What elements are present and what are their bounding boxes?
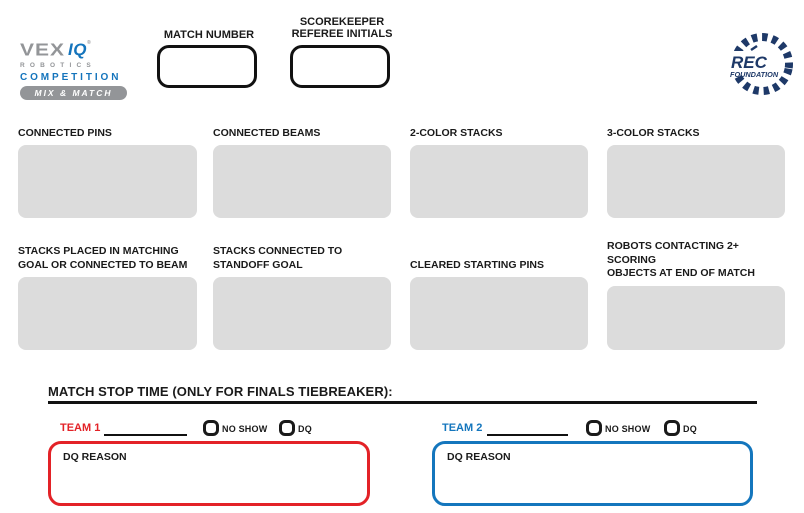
vex-iq-competition-logo: VEX IQ® ROBOTICS COMPETITION MIX & MATCH bbox=[20, 38, 130, 100]
rec-foundation-logo: REC FOUNDATION bbox=[722, 26, 794, 104]
2-color-stacks-score-box[interactable] bbox=[410, 145, 588, 218]
match-number-label: MATCH NUMBER bbox=[163, 29, 255, 41]
stacks-matching-goal-score-box[interactable] bbox=[18, 277, 197, 350]
team1-dq-checkbox[interactable] bbox=[279, 420, 295, 436]
stacks-standoff-goal-score-box[interactable] bbox=[213, 277, 391, 350]
season-badge-label: MIX & MATCH bbox=[34, 88, 113, 98]
team2-no-show-label: NO SHOW bbox=[605, 424, 651, 434]
3-color-stacks-score-box[interactable] bbox=[607, 145, 785, 218]
match-stop-time-line[interactable] bbox=[48, 401, 757, 404]
field-label: 2-COLOR STACKS bbox=[410, 126, 503, 139]
connected-beams-score-box[interactable] bbox=[213, 145, 391, 218]
team1-no-show-label: NO SHOW bbox=[222, 424, 268, 434]
scorekeeper-initials-label: SCOREKEEPER REFEREE INITIALS bbox=[291, 16, 393, 40]
team2-label: TEAM 2 bbox=[442, 422, 483, 434]
team2-name-line[interactable] bbox=[487, 434, 568, 436]
match-stop-time-label: MATCH STOP TIME (ONLY FOR FINALS TIEBREA… bbox=[48, 384, 393, 399]
robots-contacting-objects-score-box[interactable] bbox=[607, 285, 785, 350]
field-robots-contacting-objects: ROBOTS CONTACTING 2+ SCORING OBJECTS AT … bbox=[607, 240, 785, 350]
team2-no-show-checkbox[interactable] bbox=[586, 420, 602, 436]
field-label: 3-COLOR STACKS bbox=[607, 126, 700, 139]
field-cleared-starting-pins: CLEARED STARTING PINS bbox=[410, 240, 588, 350]
season-badge: MIX & MATCH bbox=[20, 86, 127, 100]
field-connected-beams: CONNECTED BEAMS bbox=[213, 108, 391, 218]
field-connected-pins: CONNECTED PINS bbox=[18, 108, 197, 218]
team2-dq-checkbox[interactable] bbox=[664, 420, 680, 436]
competition-text: COMPETITION bbox=[20, 72, 122, 83]
rec-text: REC bbox=[731, 53, 768, 72]
team1-name-line[interactable] bbox=[104, 434, 187, 436]
field-label: ROBOTS CONTACTING 2+ SCORING OBJECTS AT … bbox=[607, 240, 755, 279]
field-2-color-stacks: 2-COLOR STACKS bbox=[410, 108, 588, 218]
scorekeeper-initials-input[interactable] bbox=[290, 45, 390, 88]
vex-text: VEX bbox=[20, 40, 66, 60]
field-label: CLEARED STARTING PINS bbox=[410, 258, 544, 271]
rec-gear-icon: REC FOUNDATION bbox=[722, 33, 793, 95]
field-label: CONNECTED PINS bbox=[18, 126, 112, 139]
iq-text: IQ® bbox=[68, 40, 92, 59]
team1-label: TEAM 1 bbox=[60, 422, 101, 434]
team2-dq-reason-label: DQ REASON bbox=[447, 451, 511, 463]
field-3-color-stacks: 3-COLOR STACKS bbox=[607, 108, 785, 218]
team2-dq-label: DQ bbox=[683, 424, 697, 434]
cleared-starting-pins-score-box[interactable] bbox=[410, 277, 588, 350]
field-label: STACKS CONNECTED TO STANDOFF GOAL bbox=[213, 245, 343, 271]
team1-dq-reason-label: DQ REASON bbox=[63, 451, 127, 463]
field-stacks-standoff-goal: STACKS CONNECTED TO STANDOFF GOAL bbox=[213, 240, 391, 350]
robotics-text: ROBOTICS bbox=[20, 62, 96, 69]
match-number-input[interactable] bbox=[157, 45, 257, 88]
team1-dq-reason-box[interactable]: DQ REASON bbox=[48, 441, 370, 506]
rec-foundation-text: FOUNDATION bbox=[730, 70, 779, 79]
vex-iq-wordmark: VEX IQ® bbox=[20, 38, 130, 59]
registered-mark: ® bbox=[86, 40, 92, 46]
team1-no-show-checkbox[interactable] bbox=[203, 420, 219, 436]
field-label: STACKS PLACED IN MATCHING GOAL OR CONNEC… bbox=[18, 245, 188, 271]
connected-pins-score-box[interactable] bbox=[18, 145, 197, 218]
team1-dq-label: DQ bbox=[298, 424, 312, 434]
field-label: CONNECTED BEAMS bbox=[213, 126, 321, 139]
team2-dq-reason-box[interactable]: DQ REASON bbox=[432, 441, 753, 506]
field-stacks-matching-goal: STACKS PLACED IN MATCHING GOAL OR CONNEC… bbox=[18, 240, 197, 350]
